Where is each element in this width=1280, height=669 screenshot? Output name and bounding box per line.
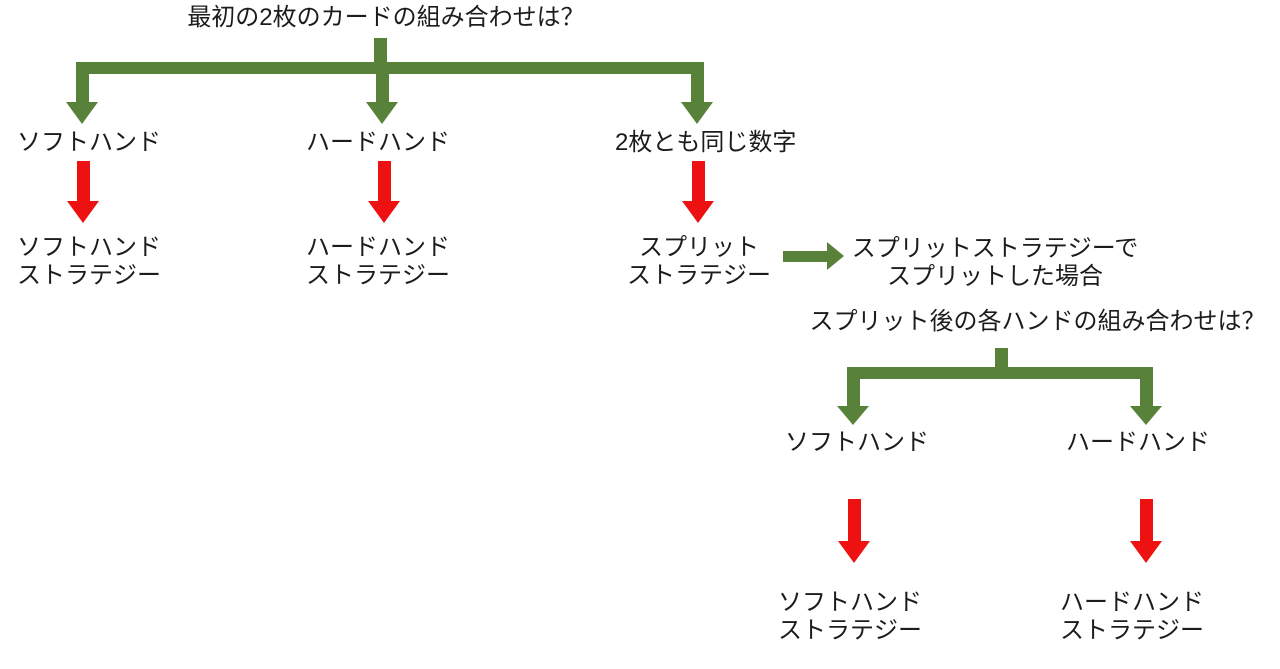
tree2-question: スプリット後の各ハンドの組み合わせは？ [809,308,1266,335]
tree2-result-arrow-hard-hand [1130,499,1162,563]
strategy-line-1: ハードハンド [1060,589,1204,616]
tree1-label-pair: 2枚とも同じ数字 [615,129,797,156]
arrow-head [681,102,713,124]
tree1-branch-arrow-pair [681,74,713,124]
arrow-head [682,201,714,223]
note-line-1: スプリットストラテジーで [851,235,1139,262]
arrow-head [837,406,869,425]
arrow-head [66,102,98,124]
tree2-result-arrow-soft-hand [838,499,870,563]
strategy-line-1: ハードハンド [306,234,450,261]
tree1-label-hard-hand: ハードハンド [306,129,450,156]
tree1-branch-bar [76,62,704,74]
arrow-stem [690,74,704,102]
strategy-line-2: ストラテジー [306,262,450,289]
strategy-line-1: ソフトハンド [17,234,161,261]
arrow-stem [1139,499,1153,541]
strategy-line-1: スプリット [639,234,759,261]
arrow-stem [783,250,827,262]
tree1-label-soft-hand: ソフトハンド [17,129,161,156]
strategy-line-1: ソフトハンド [778,589,922,616]
arrow-stem [1139,379,1153,406]
tree2-soft-hand-strategy: ソフトハンド ストラテジー [770,589,930,645]
tree1-hard-hand-strategy: ハードハンド ストラテジー [306,234,450,290]
arrow-head [1130,541,1162,563]
tree1-result-arrow-hard-hand [368,161,400,223]
tree1-soft-hand-strategy: ソフトハンド ストラテジー [17,234,161,290]
strategy-line-2: ストラテジー [778,617,922,644]
arrow-stem [691,161,705,201]
tree1-result-arrow-pair [682,161,714,223]
arrow-stem [75,74,89,102]
tree1-split-strategy: スプリット ストラテジー [625,234,773,290]
note-line-2: スプリットした場合 [887,263,1103,290]
arrow-head [827,242,844,270]
tree1-result-arrow-soft-hand [67,161,99,223]
arrow-head [366,102,398,124]
arrow-head [67,201,99,223]
tree1-root-stem [374,38,387,63]
tree1-branch-arrow-soft-hand [66,74,98,124]
tree2-label-soft-hand: ソフトハンド [785,429,929,456]
arrow-head [838,541,870,563]
tree2-label-hard-hand: ハードハンド [1066,429,1210,456]
split-case-arrow [783,242,844,270]
tree2-branch-arrow-soft-hand [837,379,869,425]
arrow-stem [846,379,860,406]
arrow-stem [375,74,389,102]
arrow-stem [847,499,861,541]
arrow-stem [377,161,391,201]
tree2-hard-hand-strategy: ハードハンド ストラテジー [1052,589,1212,645]
strategy-line-2: ストラテジー [17,262,161,289]
tree1-question: 最初の2枚のカードの組み合わせは？ [187,4,585,31]
arrow-head [368,201,400,223]
split-case-note: スプリットストラテジーで スプリットした場合 [835,235,1155,291]
tree1-branch-arrow-hard-hand [366,74,398,124]
strategy-line-2: ストラテジー [1060,617,1204,644]
arrow-stem [76,161,90,201]
tree2-branch-arrow-hard-hand [1130,379,1162,425]
tree2-branch-bar [847,367,1153,379]
arrow-head [1130,406,1162,425]
tree2-root-stem [995,348,1008,367]
strategy-line-2: ストラテジー [627,262,771,289]
